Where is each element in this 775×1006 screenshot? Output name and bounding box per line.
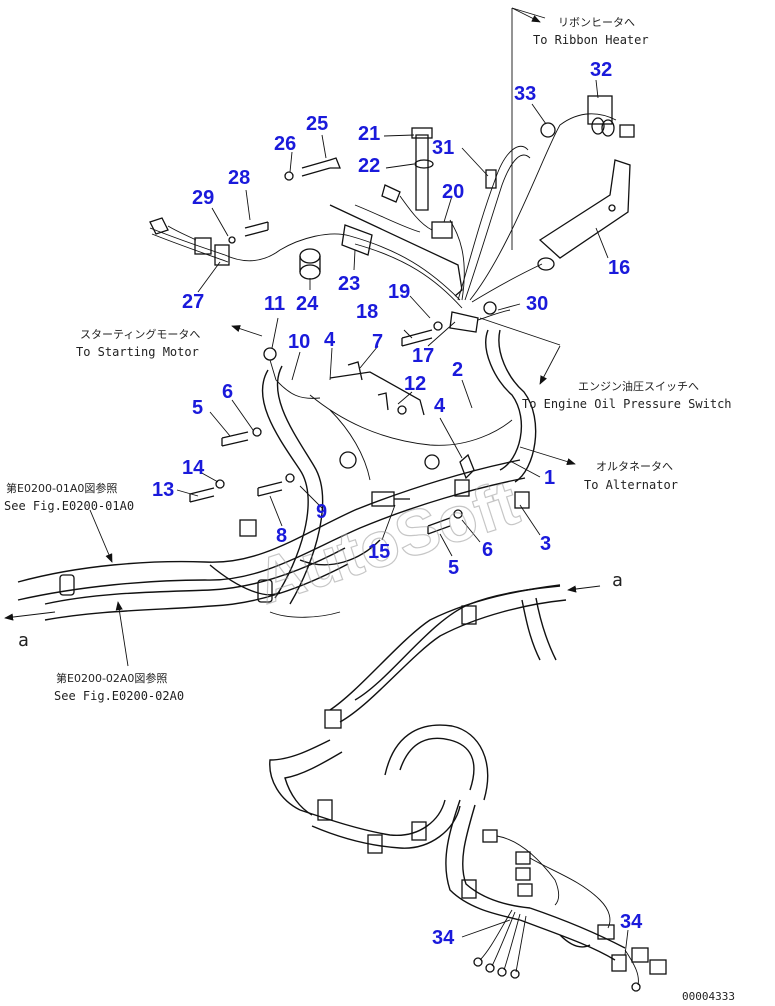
main-harness-hoses <box>17 329 537 621</box>
starting-motor-note-en: To Starting Motor <box>76 345 199 359</box>
left-fasteners <box>189 427 463 535</box>
ribbon-heater-note-en: To Ribbon Heater <box>533 33 649 47</box>
ribbon-heater-note-jp: リボンヒータへ <box>558 16 635 29</box>
callout-32: 32 <box>590 59 612 81</box>
callout-8: 8 <box>276 525 287 547</box>
upper-harness <box>149 7 635 347</box>
callout-16: 16 <box>608 257 630 279</box>
callout-4-lower: 4 <box>434 395 446 417</box>
fig02-note-en: See Fig.E0200-02A0 <box>54 689 184 703</box>
callout-13: 13 <box>152 479 174 501</box>
oil-pressure-note-jp: エンジン油圧スイッチへ <box>578 379 699 393</box>
alternator-note-en: To Alternator <box>584 478 678 492</box>
callout-5-left: 5 <box>192 397 203 419</box>
callout-24: 24 <box>296 293 319 315</box>
callout-34-left: 34 <box>432 927 455 949</box>
drawing-number: 00004333 <box>682 990 735 1003</box>
callout-2: 2 <box>452 359 463 381</box>
callout-6-left: 6 <box>222 381 233 403</box>
callout-34-right: 34 <box>620 911 643 933</box>
direction-arrows <box>4 7 601 667</box>
ref-a-left: a <box>18 630 29 651</box>
callout-19: 19 <box>388 281 410 303</box>
callout-21: 21 <box>358 123 380 145</box>
callout-17: 17 <box>412 345 434 367</box>
callout-9: 9 <box>316 501 327 523</box>
callout-15: 15 <box>368 541 390 563</box>
lower-harness <box>269 584 667 992</box>
callout-3: 3 <box>540 533 551 555</box>
fig02-note-jp: 第E0200-02A0図参照 <box>56 671 167 685</box>
ref-a-right: a <box>612 570 623 591</box>
destination-notes: リボンヒータへ To Ribbon Heater スターティングモータへ To … <box>4 16 735 1003</box>
callout-4-upper: 4 <box>324 329 336 351</box>
callout-12: 12 <box>404 373 426 395</box>
callout-31: 31 <box>432 137 454 159</box>
callout-30: 30 <box>526 293 548 315</box>
callout-20: 20 <box>442 181 464 203</box>
callout-18: 18 <box>356 301 378 323</box>
callout-1: 1 <box>544 467 555 489</box>
callout-numbers: 1 2 3 4 4 5 5 6 6 7 8 9 10 11 12 13 14 1… <box>152 59 643 949</box>
callout-29: 29 <box>192 187 214 209</box>
callout-25: 25 <box>306 113 328 135</box>
callout-7: 7 <box>372 331 383 353</box>
callout-6-right: 6 <box>482 539 493 561</box>
callout-23: 23 <box>338 273 360 295</box>
oil-pressure-note-en: To Engine Oil Pressure Switch <box>522 397 732 411</box>
callout-5-right: 5 <box>448 557 459 579</box>
callout-11: 11 <box>264 293 285 315</box>
callout-26: 26 <box>274 133 296 155</box>
callout-33: 33 <box>514 83 536 105</box>
callout-22: 22 <box>358 155 380 177</box>
callout-10: 10 <box>288 331 310 353</box>
starting-motor-note-jp: スターティングモータへ <box>80 327 200 341</box>
fig01-note-jp: 第E0200-01A0図参照 <box>6 481 117 495</box>
callout-27: 27 <box>182 291 204 313</box>
fig01-note-en: See Fig.E0200-01A0 <box>4 499 134 513</box>
alternator-note-jp: オルタネータへ <box>596 460 673 473</box>
callout-28: 28 <box>228 167 250 189</box>
callout-14: 14 <box>182 457 205 479</box>
leader-lines <box>176 79 629 956</box>
